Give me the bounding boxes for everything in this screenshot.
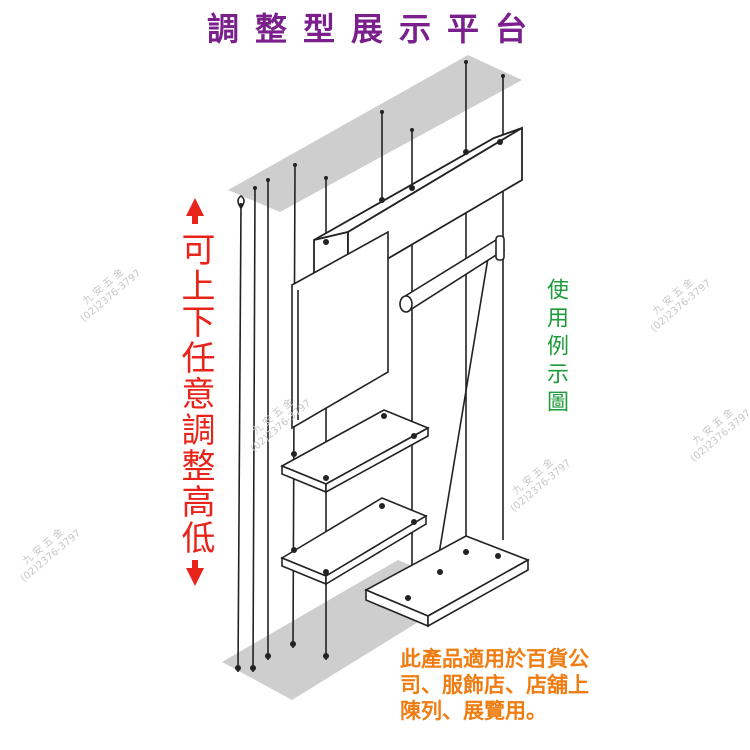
lower-shelf: [280, 497, 428, 586]
upper-shelf: [280, 409, 430, 494]
page-title: 調整型展示平台: [206, 10, 543, 48]
back-panel: [291, 230, 389, 430]
ceiling-plane: [228, 55, 522, 212]
hanging-rail: [399, 235, 506, 313]
down-arrow-icon: [186, 568, 204, 586]
usage-example-caption: 使用例示圖: [543, 278, 568, 418]
up-arrow-stem: [192, 214, 198, 224]
down-arrow-stem: [192, 560, 198, 570]
usage-note: 此產品適用於百貨公司、服飾店、店舖上陳列、展覽用。: [400, 647, 589, 723]
bolt-dots: [235, 60, 505, 671]
up-arrow-icon: [186, 198, 204, 216]
adjust-height-caption: 可上下任意調整高低: [175, 232, 215, 556]
